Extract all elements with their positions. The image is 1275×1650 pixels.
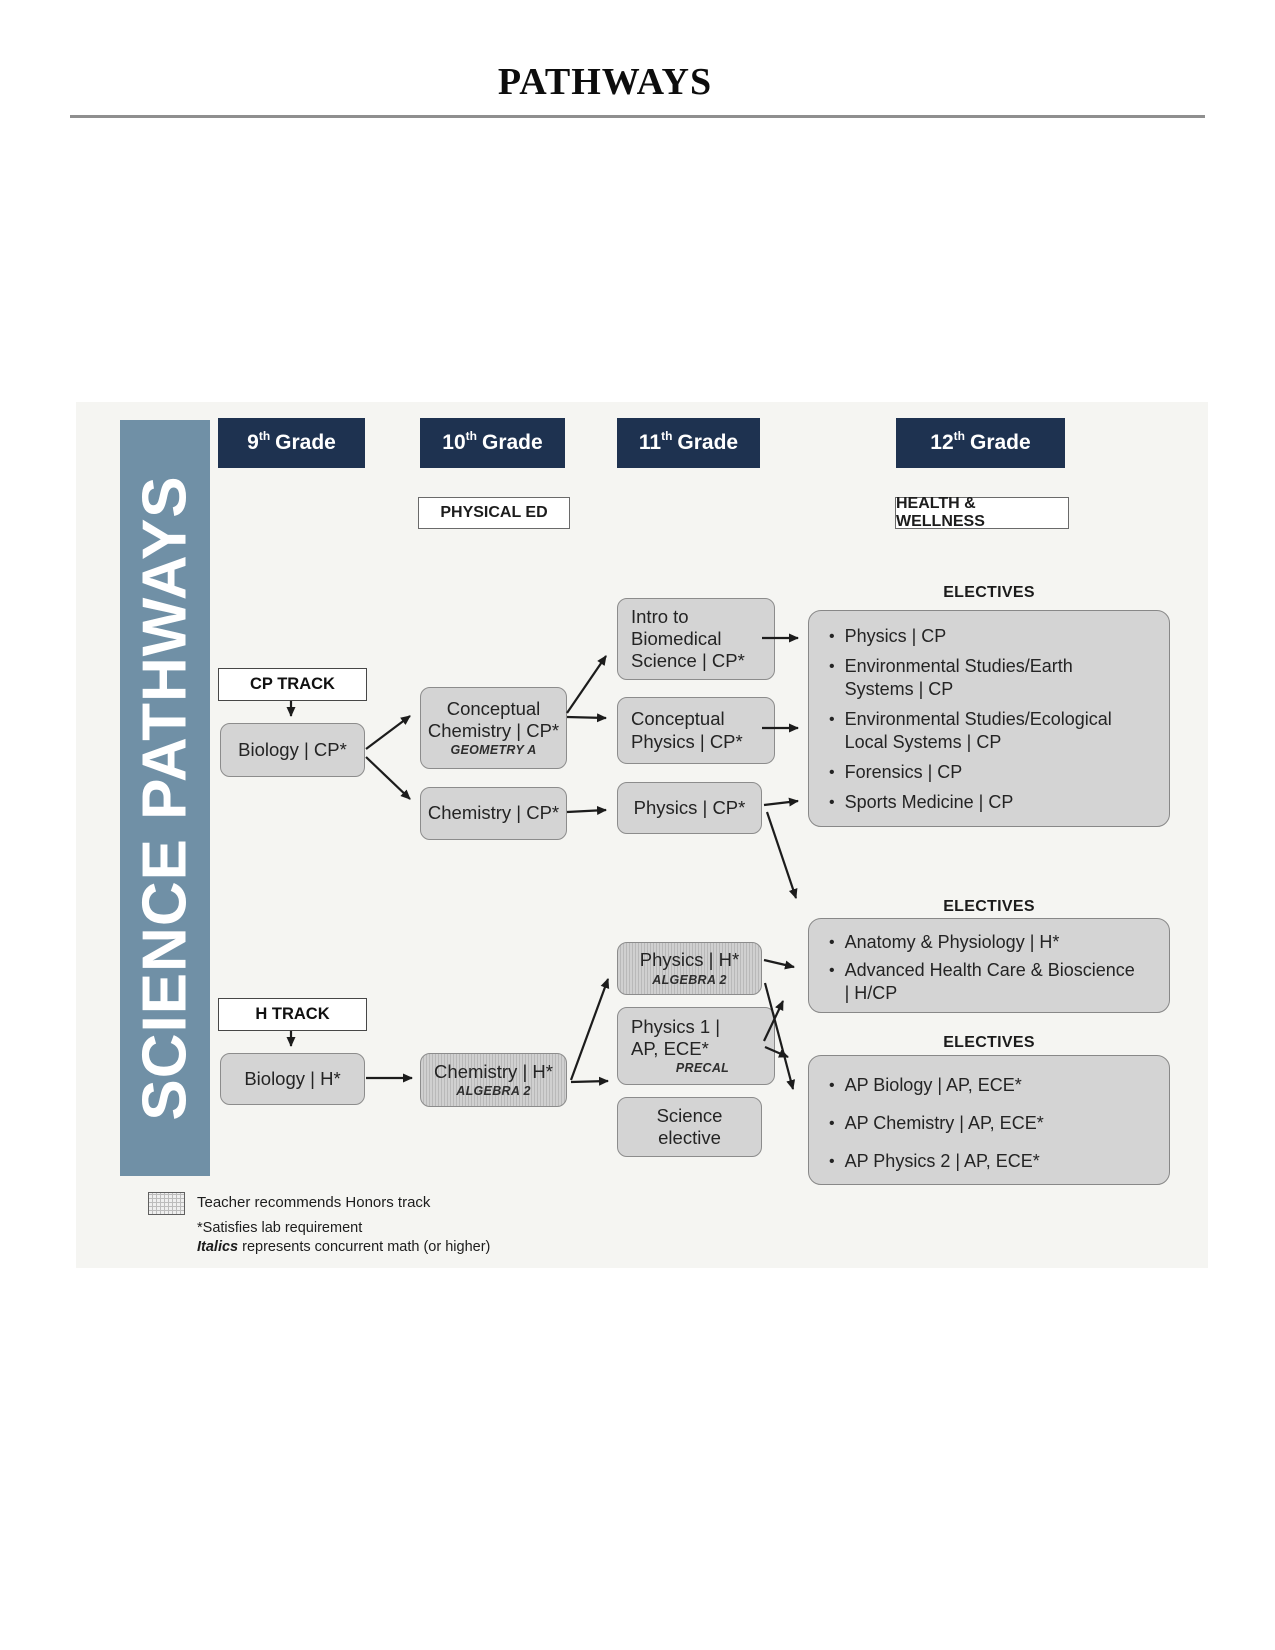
elective-item: AP Physics 2 | AP, ECE* (829, 1150, 1159, 1173)
course-chemistry-cp: Chemistry | CP* (420, 787, 567, 840)
course-intro-biomedical-science-cp: Intro to Biomedical Science | CP* (617, 598, 775, 680)
elective-label: Physics | CP (844, 626, 947, 646)
elective-label: Environmental Studies/Ecological Local S… (844, 708, 1112, 752)
course-label: AP, ECE* (631, 1038, 709, 1059)
course-math-note: ALGEBRA 2 (652, 972, 727, 987)
course-label: elective (658, 1127, 721, 1148)
elective-item: Advanced Health Care & Bioscience | H/CP (829, 959, 1159, 1005)
grade-word: Grade (275, 431, 336, 454)
honors-pattern-swatch (148, 1192, 185, 1215)
course-label: Conceptual (446, 697, 541, 719)
elective-label: AP Chemistry | AP, ECE* (844, 1113, 1044, 1134)
physical-ed-box: PHYSICAL ED (418, 497, 570, 529)
elective-label: Sports Medicine | CP (844, 791, 1014, 812)
electives-box-ap: AP Biology | AP, ECE* AP Chemistry | AP,… (808, 1055, 1170, 1185)
course-math-note: GEOMETRY A (450, 743, 537, 758)
course-math-note: PRECAL (675, 1061, 730, 1076)
sidebar-label: SCIENCE PATHWAYS (130, 475, 200, 1121)
elective-label: Forensics | CP (844, 761, 963, 782)
grade-number: 12 (930, 431, 954, 454)
elective-label: Advanced Health Care & Bioscience | H/CP (844, 960, 1135, 1004)
elective-item: Environmental Studies/Ecological Local S… (829, 708, 1159, 754)
course-label: Biology | CP* (238, 738, 347, 760)
electives-title-ap: ELECTIVES (943, 1034, 1035, 1051)
grade-suffix: th (661, 429, 673, 443)
electives-box-cp: Physics | CP Environmental Studies/Earth… (808, 610, 1170, 827)
course-label: Physics | H* (639, 949, 740, 971)
grade-word: Grade (481, 431, 543, 454)
course-label: Intro to (631, 605, 689, 627)
course-label: Chemistry | CP* (427, 802, 560, 824)
legend-italics-note: Italics represents concurrent math (or h… (197, 1239, 490, 1255)
course-label: Conceptual (631, 708, 725, 730)
course-biology-cp: Biology | CP* (220, 723, 365, 777)
legend-honors-note: Teacher recommends Honors track (197, 1194, 431, 1211)
course-label: Science (656, 1104, 723, 1126)
elective-label: AP Biology | AP, ECE* (844, 1075, 1022, 1095)
course-chemistry-h: Chemistry | H* ALGEBRA 2 (420, 1053, 567, 1107)
grade-number: 9 (247, 431, 259, 454)
grade-suffix: th (465, 429, 477, 443)
grade-suffix: th (258, 429, 271, 443)
elective-item: Physics | CP (829, 625, 1159, 648)
legend-italics-rest: represents concurrent math (or higher) (238, 1239, 491, 1255)
course-label: Science | CP* (631, 650, 745, 672)
health-wellness-box: HEALTH & WELLNESS (895, 495, 1069, 530)
cp-track-label: CP TRACK (218, 668, 367, 701)
course-label: Physics | CP* (633, 796, 746, 818)
science-pathways-sidebar (120, 420, 210, 1176)
electives-title-health: ELECTIVES (943, 898, 1035, 915)
course-label: Chemistry | CP* (427, 720, 560, 741)
course-label: Physics | CP* (631, 730, 743, 752)
grade-word: Grade (969, 431, 1031, 454)
course-biology-h: Biology | H* (220, 1053, 365, 1105)
grade-word: Grade (677, 431, 739, 454)
legend-lab-note: *Satisfies lab requirement (197, 1220, 363, 1236)
course-label: Biology | H* (244, 1067, 341, 1089)
elective-label: Anatomy & Physiology | H* (844, 932, 1060, 952)
elective-item: Environmental Studies/Earth Systems | CP (829, 655, 1159, 701)
course-label: Chemistry | H* (434, 1060, 553, 1082)
electives-box-health: Anatomy & Physiology | H* Advanced Healt… (808, 918, 1170, 1013)
course-science-elective: Science elective (617, 1097, 762, 1157)
elective-item: Anatomy & Physiology | H* (829, 931, 1159, 954)
course-label: Biomedical (631, 627, 722, 649)
grade-number: 10 (442, 431, 466, 454)
course-math-note: ALGEBRA 2 (456, 1084, 531, 1099)
electives-title-cp: ELECTIVES (943, 584, 1035, 601)
grade-number: 11 (638, 431, 662, 454)
grade-suffix: th (953, 429, 965, 443)
course-conceptual-chemistry-cp: Conceptual Chemistry | CP* GEOMETRY A (420, 687, 567, 769)
elective-item: Forensics | CP (829, 761, 1159, 784)
elective-item: Sports Medicine | CP (829, 791, 1159, 814)
elective-item: AP Biology | AP, ECE* (829, 1074, 1159, 1097)
h-track-label: H TRACK (218, 998, 367, 1031)
course-conceptual-physics-cp: Conceptual Physics | CP* (617, 697, 775, 764)
title-divider (70, 115, 1205, 118)
legend-italics-word: Italics (197, 1239, 239, 1255)
course-label: Physics 1 | (631, 1015, 721, 1037)
elective-label: Environmental Studies/Earth Systems | CP (844, 656, 1073, 700)
course-physics-h: Physics | H* ALGEBRA 2 (617, 942, 762, 995)
page-title: PATHWAYS (497, 61, 713, 103)
course-physics-cp: Physics | CP* (617, 782, 762, 834)
elective-item: AP Chemistry | AP, ECE* (829, 1112, 1159, 1135)
course-physics1-ap-ece: Physics 1 | AP, ECE* PRECAL (617, 1007, 775, 1085)
elective-label: AP Physics 2 | AP, ECE* (844, 1151, 1040, 1172)
